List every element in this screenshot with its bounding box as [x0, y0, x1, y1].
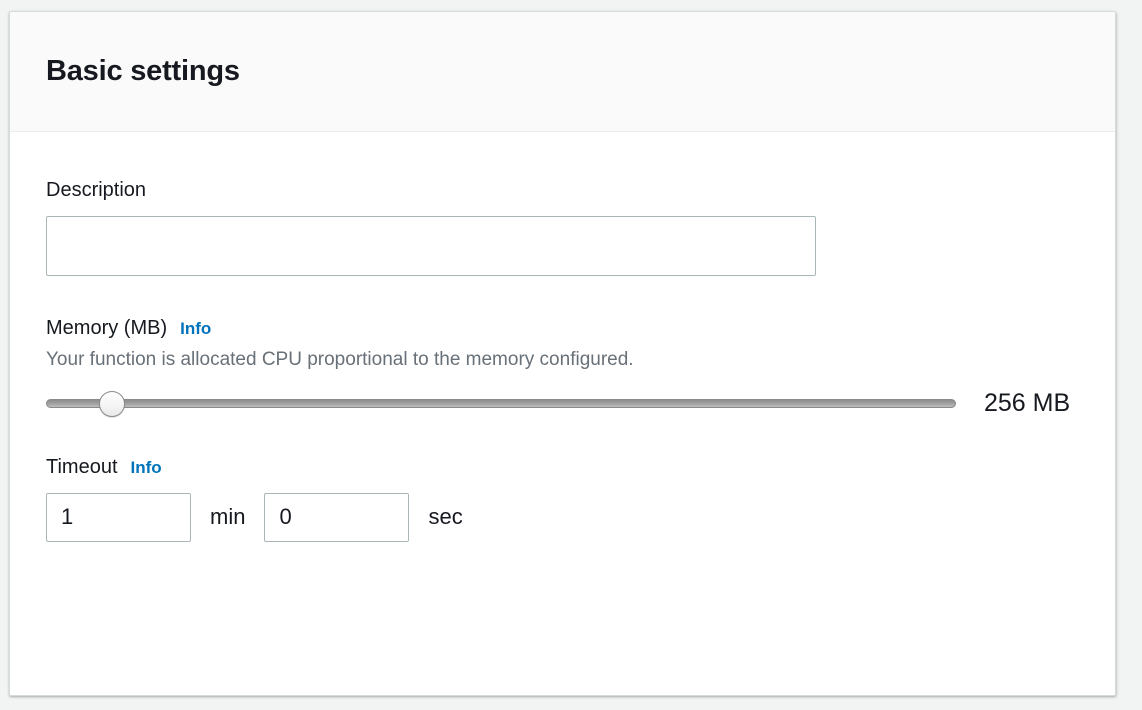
timeout-label: Timeout [46, 455, 118, 478]
timeout-seconds-unit-label: sec [428, 504, 463, 530]
basic-settings-card: Basic settings Description Memory (MB) I… [9, 11, 1116, 696]
memory-label-row: Memory (MB) Info [46, 316, 1079, 340]
description-label-row: Description [46, 178, 1079, 202]
memory-help-text: Your function is allocated CPU proportio… [46, 349, 634, 370]
timeout-inputs-row: min sec [46, 492, 1079, 542]
page-title: Basic settings [46, 54, 240, 87]
memory-slider[interactable] [46, 390, 956, 417]
description-label: Description [46, 179, 147, 201]
timeout-minutes-unit-label: min [210, 504, 246, 530]
timeout-seconds-input[interactable] [264, 492, 410, 542]
memory-label: Memory (MB) [46, 317, 168, 339]
description-input[interactable] [46, 216, 816, 276]
timeout-field-group: Timeout Info min sec [46, 455, 1079, 542]
memory-value-label: 256 MB [984, 388, 1071, 417]
timeout-label-row: Timeout Info [46, 455, 1079, 479]
timeout-minutes-input[interactable] [46, 492, 191, 542]
card-body: Description Memory (MB) Info Your functi… [10, 132, 1115, 542]
description-field-group: Description [46, 178, 1079, 276]
memory-slider-row: 256 MB [46, 389, 1079, 418]
timeout-info-link[interactable]: Info [130, 457, 162, 477]
memory-field-group: Memory (MB) Info Your function is alloca… [46, 316, 1079, 418]
card-header: Basic settings [10, 12, 1115, 132]
memory-info-link[interactable]: Info [180, 319, 212, 338]
